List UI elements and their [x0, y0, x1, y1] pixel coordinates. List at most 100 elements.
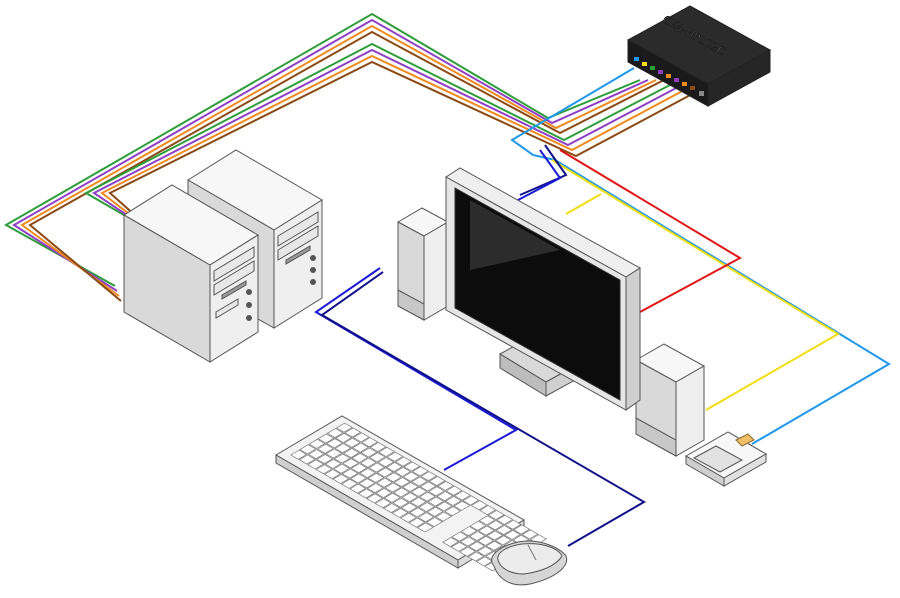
keyboard-key	[477, 525, 495, 536]
monitor-screen-glare	[470, 200, 560, 270]
keyboard-key	[344, 427, 362, 438]
keyboard-key	[478, 515, 496, 526]
keyboard-key	[403, 461, 421, 472]
keyboard-key	[326, 438, 344, 449]
keyboard-key	[342, 447, 360, 459]
keyboard-key	[428, 475, 446, 487]
keyboard-key	[335, 432, 353, 443]
card-reader	[684, 431, 768, 487]
keyboard-key	[324, 469, 341, 480]
keyboard-key	[462, 495, 480, 506]
keyboard-key	[352, 442, 370, 453]
keyboard-key	[427, 496, 445, 507]
keyboard-key	[377, 457, 395, 468]
keyboard-key	[359, 457, 377, 468]
monitor	[445, 167, 641, 411]
keyboard-key	[392, 497, 410, 508]
keyboard-key	[459, 546, 477, 557]
keyboard-key	[343, 437, 361, 448]
keyboard-key	[299, 444, 317, 455]
cable-sky-usb	[510, 67, 891, 445]
keyboard-key	[376, 467, 394, 478]
keyboard-key	[315, 464, 333, 475]
keyboard-key	[361, 437, 379, 448]
keyboard-key	[308, 438, 326, 449]
keyboard-key	[326, 428, 344, 439]
keyboard-key	[368, 462, 386, 473]
keyboard-key	[391, 507, 409, 518]
keyboard-key	[426, 506, 444, 517]
keyboard-key	[444, 506, 462, 517]
keyboard-key	[485, 540, 503, 551]
keyboard-key	[392, 487, 410, 498]
keyboard-key	[325, 448, 343, 459]
keyboard-key	[487, 509, 505, 520]
keyboard-key	[307, 459, 325, 470]
keyboard-key	[394, 456, 412, 467]
keyboard-key	[459, 536, 477, 547]
keyboard-key	[402, 471, 420, 482]
keyboard-key	[495, 525, 513, 536]
keyboard-key	[444, 495, 462, 506]
keyboard-key	[409, 497, 427, 508]
keyboard-key	[316, 443, 334, 454]
keyboard-key	[324, 458, 342, 469]
keyboard-key	[351, 452, 369, 463]
keyboard-key	[386, 451, 404, 462]
keyboard-key	[394, 466, 412, 477]
keyboard-key	[334, 443, 352, 454]
cable-blue-keyboard	[314, 267, 519, 471]
keyboard-key	[460, 526, 478, 537]
computer-tower-front	[123, 184, 259, 363]
keyboard-key	[416, 522, 434, 533]
keyboard-key	[368, 452, 386, 463]
keyboard-key	[428, 486, 445, 497]
keyboard-key	[445, 485, 463, 496]
keyboard-key	[378, 446, 395, 457]
keyboard-key	[418, 491, 436, 502]
keyboard-key	[383, 492, 401, 503]
keyboard-key	[350, 463, 368, 474]
keyboard-key	[476, 546, 494, 557]
keyboard-key	[333, 453, 351, 464]
computer-cable-bundle	[3, 12, 697, 302]
keyboard-key	[393, 477, 411, 488]
cable-navy-mouse	[320, 271, 646, 547]
keyboard-key	[290, 449, 308, 460]
keyboard-key	[469, 520, 487, 531]
keyboard-key	[420, 471, 438, 482]
keyboard-key	[435, 501, 453, 512]
keyboard-key	[349, 483, 367, 494]
keyboard-key	[316, 453, 334, 465]
keyboard-key	[467, 551, 485, 562]
keyboard-key	[451, 531, 469, 542]
keyboard-key	[385, 472, 403, 483]
keyboard-key	[411, 466, 429, 477]
keyboard-key	[366, 483, 384, 494]
keyboard-key	[359, 467, 377, 478]
keyboard-key	[435, 511, 453, 522]
keyboard-key	[453, 490, 471, 501]
cable-violet-1	[12, 18, 649, 292]
keyboard-key	[437, 480, 455, 491]
keyboard-key	[340, 478, 358, 489]
speaker-right	[634, 343, 706, 457]
keyboard-key	[335, 422, 353, 433]
keyboard-key	[352, 432, 370, 443]
keyboard-key	[417, 512, 435, 523]
keyboard-key	[402, 481, 419, 492]
keyboard-key	[503, 529, 521, 540]
keyboard-key	[504, 519, 522, 530]
keyboard-key	[450, 541, 468, 552]
keyboard-key	[496, 514, 514, 525]
keyboard-key	[332, 473, 350, 484]
keyboard-key	[366, 493, 384, 504]
keyboard-key	[298, 454, 316, 465]
keyboard-key	[357, 488, 375, 499]
keyboard-key	[513, 524, 531, 535]
keyboard-key	[468, 531, 486, 542]
keyboard-key	[341, 468, 359, 479]
kvm-switch: CK4-HP102C	[626, 5, 772, 107]
cable-yellow-audio	[551, 159, 840, 411]
